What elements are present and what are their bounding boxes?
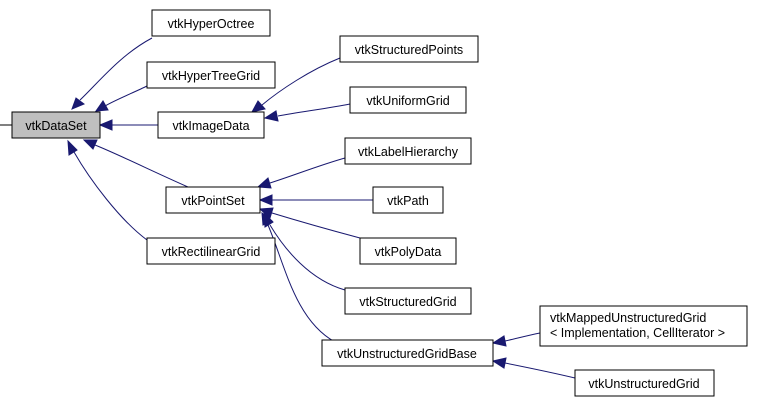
node-label: vtkPath: [387, 194, 429, 208]
node-vtkimagedata[interactable]: vtkImageData: [157, 111, 265, 139]
node-vtklabelhierarchy[interactable]: vtkLabelHierarchy: [344, 137, 472, 165]
edge-path-to-pointset: [258, 194, 373, 206]
edge-structuredgrid-to-pointset: [263, 211, 346, 291]
node-label: vtkLabelHierarchy: [358, 145, 459, 159]
node-label: vtkImageData: [172, 119, 249, 133]
node-label: vtkStructuredGrid: [359, 295, 456, 309]
edge-unstructuredgrid-to-unstructuredgridbase: [491, 357, 576, 379]
node-vtkdataset[interactable]: vtkDataSet: [11, 111, 101, 139]
node-vtkhypertreegrid[interactable]: vtkHyperTreeGrid: [146, 61, 276, 89]
node-label: vtkHyperTreeGrid: [162, 69, 260, 83]
node-label: vtkRectilinearGrid: [162, 245, 261, 259]
node-vtkrectilineargrid[interactable]: vtkRectilinearGrid: [146, 237, 276, 265]
node-vtkhyperoctree[interactable]: vtkHyperOctree: [151, 9, 271, 37]
edge-unstructuredgridbase-to-pointset: [261, 211, 336, 343]
node-label: vtkDataSet: [25, 119, 87, 133]
node-vtkstructuredgrid[interactable]: vtkStructuredGrid: [344, 287, 472, 315]
edge-hyperoctree-to-dataset: [71, 37, 153, 110]
node-vtkpolydata[interactable]: vtkPolyData: [359, 237, 457, 265]
edge-mappedunstructuredgrid-to-unstructuredgridbase: [491, 332, 541, 347]
node-vtkpointset[interactable]: vtkPointSet: [165, 186, 261, 214]
node-label: vtkStructuredPoints: [355, 43, 463, 57]
edge-pointset-to-dataset: [82, 139, 196, 191]
node-vtkmappedunstructuredgrid[interactable]: vtkMappedUnstructuredGrid < Implementati…: [539, 305, 748, 347]
edge-polydata-to-pointset: [258, 207, 361, 239]
node-vtkunstructuredgrid[interactable]: vtkUnstructuredGrid: [574, 369, 715, 397]
node-label-line1: vtkMappedUnstructuredGrid: [550, 311, 706, 325]
node-vtkpath[interactable]: vtkPath: [372, 186, 444, 214]
edge-hypertreegrid-to-dataset: [94, 85, 148, 112]
node-label: vtkPolyData: [375, 245, 442, 259]
node-vtkunstructuredgridbase[interactable]: vtkUnstructuredGridBase: [321, 339, 494, 367]
node-vtkstructuredpoints[interactable]: vtkStructuredPoints: [339, 35, 479, 63]
node-label: vtkHyperOctree: [168, 17, 255, 31]
node-label: vtkUniformGrid: [366, 94, 449, 108]
edge-uniformgrid-to-imagedata: [263, 103, 351, 122]
edge-labelhierarchy-to-pointset: [256, 157, 346, 189]
node-label: vtkUnstructuredGrid: [588, 377, 699, 391]
node-label: vtkUnstructuredGridBase: [337, 347, 477, 361]
edge-imagedata-to-dataset: [98, 119, 158, 131]
node-vtkuniformgrid[interactable]: vtkUniformGrid: [349, 86, 467, 114]
edge-rectilineargrid-to-dataset: [67, 139, 148, 241]
edge-structuredpoints-to-imagedata: [251, 57, 341, 113]
node-label-line2: < Implementation, CellIterator >: [550, 326, 725, 340]
node-label: vtkPointSet: [181, 194, 245, 208]
